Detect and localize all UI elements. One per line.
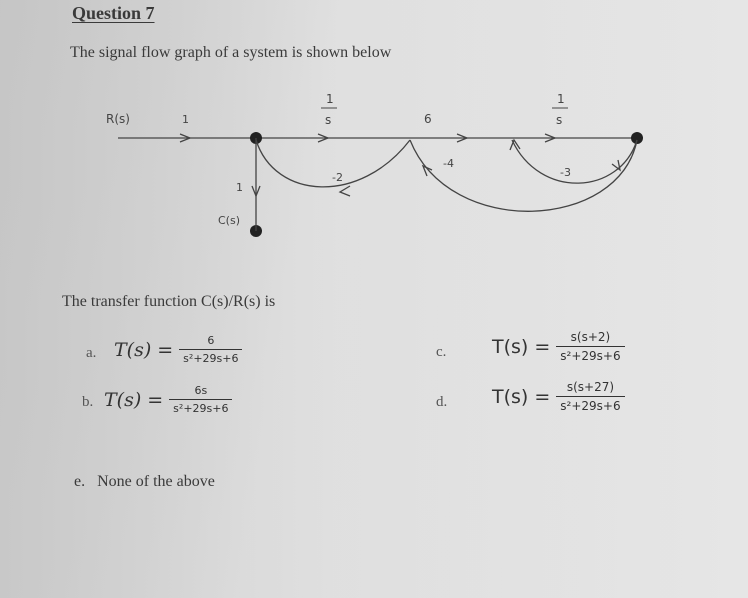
arrow-forward1 (317, 133, 330, 143)
option-d-equation[interactable]: T(s) = s(s+27) s²+29s+6 (492, 380, 625, 413)
option-b-letter[interactable]: b. (82, 394, 94, 410)
feedback-gain-3: -3 (560, 166, 571, 179)
arrow-input (179, 133, 192, 143)
svg-text:s: s (556, 113, 562, 127)
signal-flow-graph: R(s) 1 6 1 s 1 s 1 C(s) -2 -4 -3 (106, 92, 643, 237)
transfer-function-prompt: The transfer function C(s)/R(s) is (62, 293, 276, 310)
option-c-lhs: T(s) (492, 335, 529, 358)
arrow-feedback-3 (509, 138, 521, 151)
option-e[interactable]: e. None of the above (74, 473, 215, 490)
option-d-denominator: s²+29s+6 (556, 396, 625, 413)
gain-forward3: 1 s (552, 92, 568, 127)
option-c-numerator: s(s+2) (570, 330, 611, 344)
question-title: Question 7 (72, 3, 155, 23)
svg-text:1: 1 (557, 92, 565, 106)
option-a-denominator: s²+29s+6 (179, 349, 243, 365)
feedback-gain-4: -4 (443, 157, 454, 170)
option-b-numerator: 6s (194, 384, 208, 397)
option-b-denominator: s²+29s+6 (169, 399, 233, 415)
option-d-numerator: s(s+27) (566, 380, 615, 394)
feedback-gain-2: -2 (332, 171, 343, 184)
arrow-forward3 (544, 133, 557, 143)
equals-sign: = (534, 385, 551, 408)
equals-sign: = (157, 338, 174, 361)
option-b-equation[interactable]: T(s) = 6s s²+29s+6 (104, 384, 233, 415)
option-d-letter[interactable]: d. (436, 394, 448, 410)
arrow-output (251, 185, 261, 198)
arrow-forward2 (456, 133, 469, 143)
gain-output: 1 (236, 181, 243, 194)
option-c-equation[interactable]: T(s) = s(s+2) s²+29s+6 (492, 330, 625, 363)
arrow-feedback-2 (338, 185, 351, 197)
gain-input: 1 (182, 113, 189, 126)
option-c-fraction: s(s+2) s²+29s+6 (556, 330, 625, 363)
question-intro: The signal flow graph of a system is sho… (70, 44, 392, 61)
option-a-letter[interactable]: a. (86, 345, 97, 361)
option-b-fraction: 6s s²+29s+6 (169, 384, 233, 415)
equals-sign: = (147, 388, 164, 411)
gain-forward2: 6 (424, 112, 432, 126)
option-a-numerator: 6 (207, 334, 215, 347)
option-a-fraction: 6 s²+29s+6 (179, 334, 243, 365)
option-c-denominator: s²+29s+6 (556, 346, 625, 363)
node-2 (631, 132, 643, 144)
equals-sign: = (534, 335, 551, 358)
input-label: R(s) (106, 112, 130, 126)
feedback-loop-4 (409, 139, 638, 212)
arrow-feedback-4 (421, 164, 433, 177)
option-b-lhs: T(s) (104, 388, 142, 411)
option-d-fraction: s(s+27) s²+29s+6 (556, 380, 625, 413)
option-d-lhs: T(s) (492, 385, 529, 408)
arrow-feedback-3b (611, 159, 621, 172)
option-a-lhs: T(s) (114, 338, 152, 361)
svg-text:1: 1 (326, 92, 334, 106)
option-c-letter[interactable]: c. (436, 344, 447, 360)
gain-forward1: 1 s (321, 92, 337, 127)
svg-text:s: s (325, 113, 331, 127)
option-a-equation[interactable]: T(s) = 6 s²+29s+6 (114, 334, 243, 365)
feedback-loop-2 (255, 139, 411, 188)
feedback-loop-3 (511, 139, 638, 184)
output-label: C(s) (218, 214, 240, 227)
